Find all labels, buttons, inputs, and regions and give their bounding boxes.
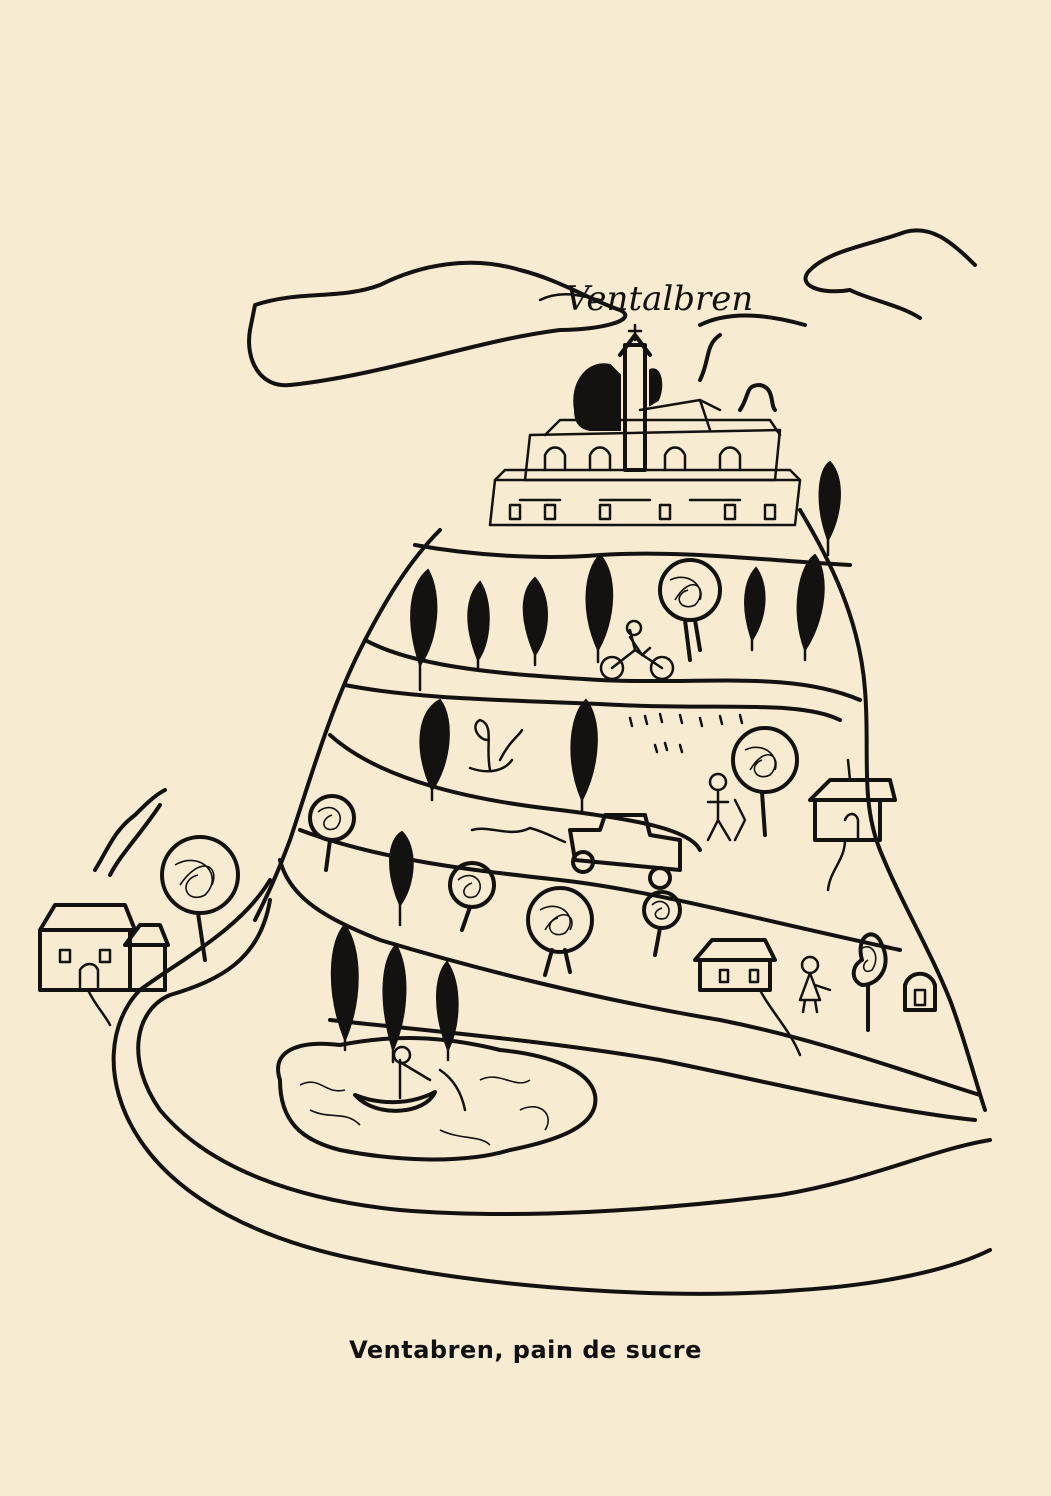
terrace-6 [278,858,982,1097]
left-chimney-smoke [93,788,167,877]
cyclist [599,619,675,681]
road-inner [136,898,992,1217]
terrace-3 [343,683,842,722]
slope-houses [38,758,937,1057]
pond [276,1036,598,1162]
label-underline [538,293,602,302]
terrace-2 [363,638,862,702]
church-tower [573,323,663,472]
road-upper [328,1018,977,1122]
cloud-right [698,228,977,327]
caption: Ventabren, pain de sucre [349,1336,702,1364]
terrace-5 [298,828,902,952]
terrace-4 [328,733,702,852]
truck [470,813,682,890]
chimney-smoke [698,333,777,412]
village-drawing: Ventalbren [38,228,992,1296]
vine-plant [468,718,524,773]
hill-outline [253,508,987,1112]
vine-rows [628,712,744,754]
people [706,772,832,1014]
terrace-1 [413,543,852,567]
village-houses [488,398,802,527]
round-trees [160,558,888,1032]
handwritten-title: Ventalbren [565,279,753,319]
cloud-left [247,260,628,388]
cypress-trees [330,460,841,1064]
